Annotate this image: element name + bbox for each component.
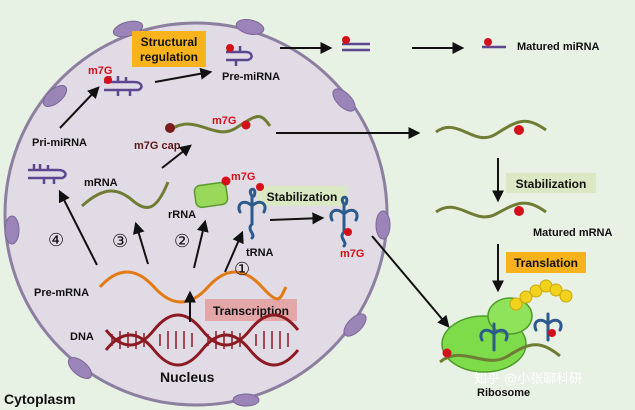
m7g-mirna-dot <box>104 76 112 84</box>
ribosome-label: Ribosome <box>477 387 530 399</box>
step3-label: ③ <box>112 231 128 252</box>
m7g-cap-dot <box>165 123 175 133</box>
arrow-step1 <box>224 230 244 273</box>
arrow-mrna-to-capped <box>161 144 192 169</box>
arrow-step4 <box>58 189 98 266</box>
structural-regulation-box <box>132 31 206 67</box>
cytoplasm-mrna-m7g-dot <box>514 125 524 135</box>
structural-regulation-line1: Structural <box>141 35 198 49</box>
step2-label: ② <box>174 231 190 252</box>
step1-label: ① <box>234 259 250 280</box>
translation-box <box>506 252 586 273</box>
arrow-step2 <box>193 219 209 269</box>
structural-regulation-line2: regulation <box>140 50 198 64</box>
mirna-duplex-dot <box>342 36 350 44</box>
step4-label: ④ <box>48 230 64 251</box>
arrow-trna-to-ribosome <box>371 235 450 328</box>
m7g-mirna-label: m7G <box>88 65 112 77</box>
matured-mirna-label: Matured miRNA <box>517 41 600 53</box>
ribosome-trna-icon-a <box>479 322 509 352</box>
mrna-inner-strand <box>80 181 170 209</box>
rrna-m7g-label: m7G <box>231 171 255 183</box>
capped-mrna-m7g-label: m7G <box>212 115 236 127</box>
ribosome-m7g-dot <box>442 348 452 358</box>
cytoplasm-label: Cytoplasm <box>4 391 76 407</box>
arrow-trna-stabilization <box>269 212 325 225</box>
nucleus-pores <box>4 19 391 407</box>
mirna-duplex-icon <box>342 42 370 52</box>
rrna-label: rRNA <box>168 209 196 221</box>
pre-mrna-strand <box>98 270 288 304</box>
trna-inner-m7g-dot <box>256 183 264 191</box>
capped-mrna-m7g-dot <box>241 120 251 130</box>
nucleus-label: Nucleus <box>160 369 215 385</box>
stabilization-label-inner: Stabilization <box>267 190 338 204</box>
arrow-step3 <box>133 221 149 265</box>
pri-mirna-label: Pri-miRNA <box>32 137 87 149</box>
trna-inner-icon <box>237 187 267 240</box>
trna-stabilized-m7g-dot <box>344 228 352 236</box>
rrna-m7g-dot <box>221 176 231 186</box>
trna-stabilized-m7g-label: m7G <box>340 248 364 260</box>
mrna-label: mRNA <box>84 177 118 189</box>
stabilization-box-outer <box>506 173 596 193</box>
matured-mrna-strand <box>435 201 547 219</box>
pre-mrna-label: Pre-mRNA <box>34 287 89 299</box>
pri-mirna-icon <box>28 164 67 184</box>
arrow-pri-to-m7g-mirna <box>59 86 100 129</box>
translation-label: Translation <box>514 256 578 270</box>
stabilization-box-inner <box>257 186 347 206</box>
ribosome-trna-icon-b <box>533 312 563 342</box>
ribosome-trna-m7g-dot <box>548 329 556 337</box>
m7g-cap-label: m7G cap <box>134 140 181 152</box>
peptide-chain <box>509 279 573 311</box>
matured-mrna-label: Matured mRNA <box>533 227 613 239</box>
cytoplasm-mrna-strand <box>435 119 547 140</box>
matured-mrna-m7g-dot <box>514 206 524 216</box>
trna-stabilized-icon <box>329 195 359 248</box>
capped-mrna-strand <box>169 115 272 134</box>
pre-mirna-dot <box>226 44 234 52</box>
dna-label: DNA <box>70 331 94 343</box>
dna-helix <box>104 313 300 367</box>
stabilization-label-outer: Stabilization <box>516 177 587 191</box>
trna-label: tRNA <box>246 247 274 259</box>
pre-mirna-label: Pre-miRNA <box>222 71 280 83</box>
rrna-shape <box>193 181 229 209</box>
matured-mirna-dot <box>484 38 492 46</box>
watermark-text: 知乎 @小张聊科研 <box>474 371 582 387</box>
ribosome-mrna-strand <box>439 343 561 364</box>
arrow-to-pre-mirna <box>154 67 213 83</box>
